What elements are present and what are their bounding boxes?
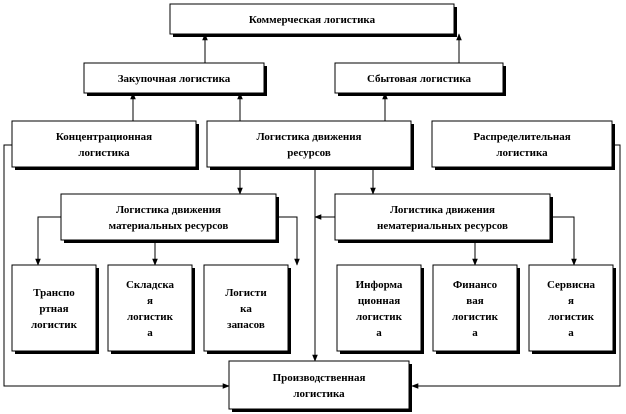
node-label: Распределительная [473,131,570,143]
node-box [528,264,614,352]
node-warehouse: Складска я логистик а [107,264,195,354]
connector-arrow [550,216,577,266]
connector-arrow [411,144,621,389]
node-box [334,193,551,241]
node-material-flow: Логистика движения материальных ресурсов [60,193,279,243]
node-nonmaterial-flow: Логистика движения нематериальных ресурсо… [334,193,553,243]
node-label: вая [466,295,483,307]
node-label: Коммерческая логистика [249,14,376,26]
node-label: Закупочная логистика [118,73,231,85]
connector-arrow [3,144,230,389]
node-inventory: Логисти ка запасов [203,264,291,354]
node-label: Логистика движения [116,204,221,216]
node-label: ка [240,303,252,315]
node-distribution: Распределительная логистика [431,120,615,170]
node-box [11,264,97,352]
node-label: Транспо [33,287,75,299]
node-concentration: Концентрационная логистика [11,120,199,170]
node-label: логистика [496,147,548,159]
node-box [336,264,422,352]
node-label: а [568,327,574,339]
node-service: Сервисна я логистик а [528,264,616,354]
connector-arrow [35,216,61,266]
node-label: ционная [358,295,400,307]
node-transport: Транспо ртная логистик [11,264,99,354]
node-box [203,264,289,352]
node-box [169,3,455,35]
node-label: я [568,295,574,307]
node-resource-flow: Логистика движения ресурсов [206,120,414,170]
node-label: а [472,327,478,339]
node-box [431,120,613,168]
node-label: ртная [39,303,68,315]
node-box [11,120,197,168]
node-commercial: Коммерческая логистика [169,3,457,37]
node-production: Производственная логистика [228,360,412,412]
node-procurement: Закупочная логистика [83,62,267,96]
node-label: Логистика движения [390,204,495,216]
node-box [334,62,504,94]
node-label: Логисти [225,287,267,299]
node-label: логистика [293,388,345,400]
node-label: Сервисна [547,279,596,291]
node-label: нематериальных ресурсов [377,220,508,232]
node-label: логистик [548,311,595,323]
node-information: Информа ционная логистик а [336,264,424,354]
node-box [432,264,518,352]
node-label: логистик [452,311,499,323]
node-box [107,264,193,352]
node-label: логистик [31,319,78,331]
node-label: Логистика движения [257,131,362,143]
connectors [3,33,621,389]
node-sales: Сбытовая логистика [334,62,506,96]
node-label: логистик [356,311,403,323]
node-label: а [376,327,382,339]
node-label: Концентрационная [56,131,152,143]
node-box [83,62,265,94]
node-label: ресурсов [287,147,331,159]
node-label: запасов [227,319,265,331]
node-label: логистик [127,311,174,323]
node-label: я [147,295,153,307]
node-label: Информа [356,279,403,291]
node-box [206,120,412,168]
node-label: логистика [78,147,130,159]
node-label: Финансо [453,279,498,291]
node-label: Складска [126,279,175,291]
node-box [228,360,410,410]
node-label: а [147,327,153,339]
node-label: материальных ресурсов [109,220,229,232]
node-financial: Финансо вая логистик а [432,264,520,354]
connector-arrow [276,216,300,266]
node-label: Сбытовая логистика [367,73,472,85]
node-box [60,193,277,241]
node-label: Производственная [273,372,366,384]
